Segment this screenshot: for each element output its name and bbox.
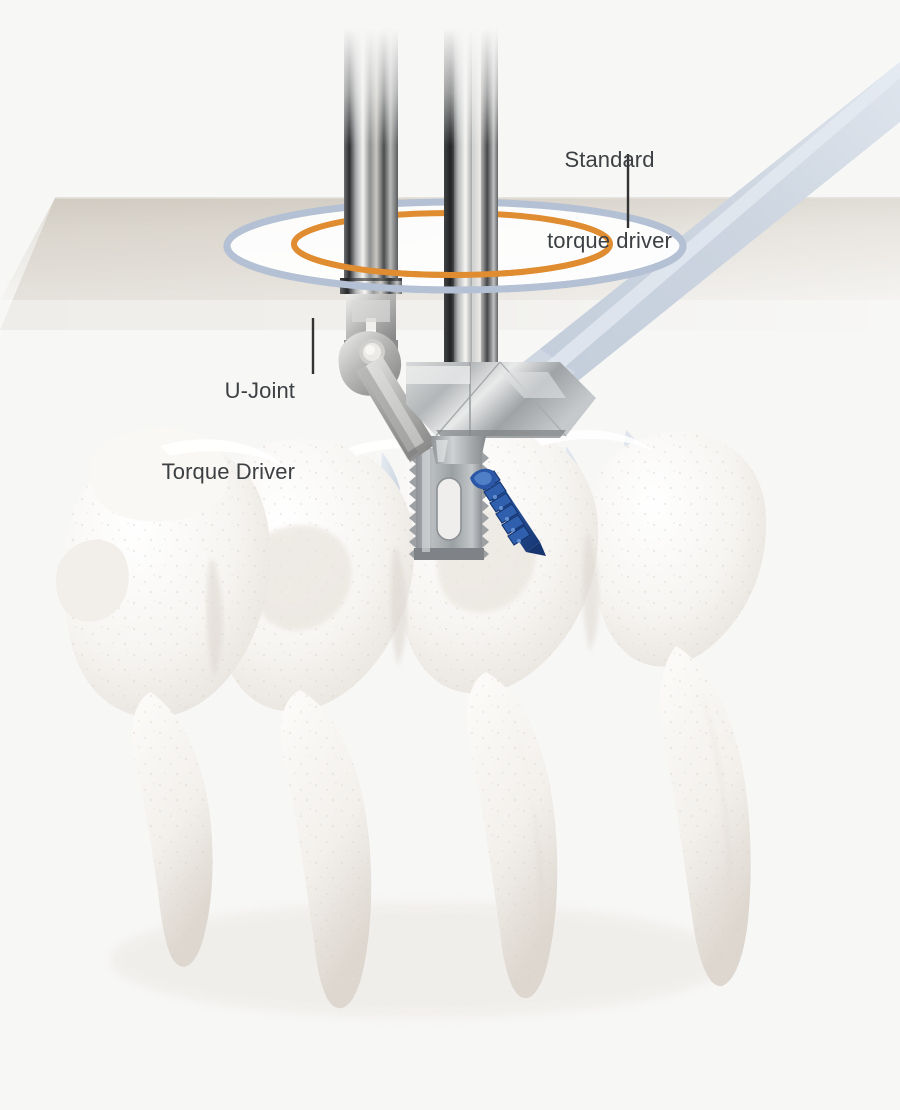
label-standard-line1: Standard — [564, 147, 655, 172]
label-standard-line2: torque driver — [547, 228, 672, 253]
cervical-plate-implant — [409, 448, 489, 560]
bone-screw — [470, 468, 546, 556]
label-u-joint-torque-driver: U-Joint Torque Driver — [150, 323, 295, 539]
label-standard-torque-driver: Standard torque driver — [527, 92, 692, 308]
vertebra-group — [55, 422, 767, 1009]
driver-head — [406, 361, 596, 464]
label-ujoint-line1: U-Joint — [224, 378, 295, 403]
label-ujoint-line2: Torque Driver — [161, 459, 295, 484]
u-joint-articulating-arm — [338, 331, 436, 462]
